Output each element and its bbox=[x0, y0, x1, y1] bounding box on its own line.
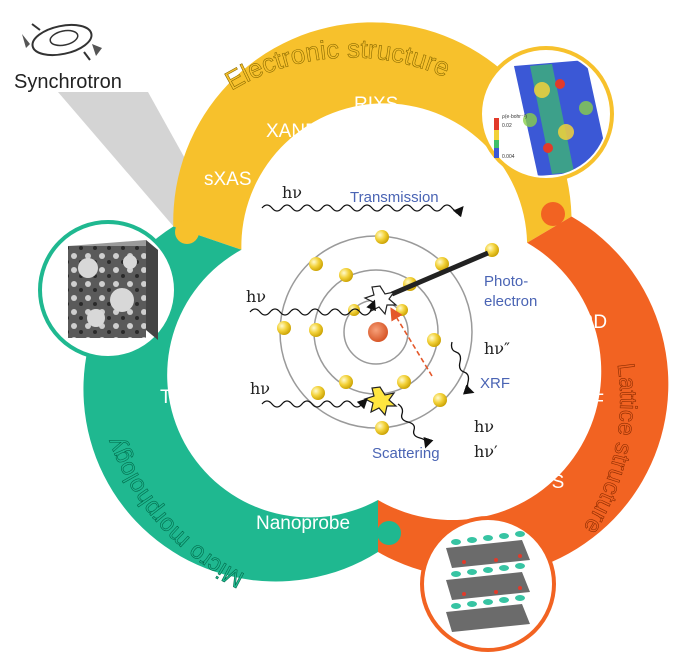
synchrotron-label: Synchrotron bbox=[14, 71, 122, 93]
electron bbox=[375, 421, 389, 435]
colorbar-max: 0.02 bbox=[502, 123, 512, 129]
ring-segment-lattice bbox=[378, 216, 669, 578]
electron bbox=[277, 321, 291, 335]
scattering-label: Scattering bbox=[372, 445, 440, 462]
absorption-burst bbox=[363, 285, 398, 316]
electron bbox=[435, 257, 449, 271]
electron bbox=[427, 333, 441, 347]
electron bbox=[309, 257, 323, 271]
photoelectron-track bbox=[391, 250, 489, 297]
scattering-burst bbox=[363, 386, 398, 417]
electron bbox=[311, 386, 325, 400]
atom-model: hν Transmission hν Photo- electron hν″ X… bbox=[246, 183, 537, 462]
electron bbox=[339, 375, 353, 389]
charge-density-inset: ρ(e·bohr⁻³) 0.02 0.004 bbox=[478, 46, 614, 182]
technique-xrd: XRD bbox=[567, 312, 607, 333]
colorbar-min: 0.004 bbox=[502, 154, 515, 160]
puzzle-tab-teal bbox=[377, 521, 401, 545]
transmission-wave bbox=[261, 204, 464, 218]
electron bbox=[433, 393, 447, 407]
electron bbox=[339, 268, 353, 282]
electron bbox=[309, 323, 323, 337]
technique-nanoprobe: Nanoprobe bbox=[256, 513, 350, 534]
hv-absorption-label: hν bbox=[246, 287, 266, 306]
hv-double-prime-label: hν″ bbox=[484, 339, 510, 358]
colorbar-label: ρ(e·bohr⁻³) bbox=[502, 114, 527, 120]
xrf-wave bbox=[450, 341, 475, 395]
photoelectron-label-line2: electron bbox=[484, 293, 537, 310]
electron bbox=[375, 230, 389, 244]
nucleus bbox=[368, 322, 388, 342]
puzzle-tab-yellow bbox=[175, 220, 199, 244]
hv-scattering-label: hν bbox=[250, 379, 270, 398]
scattered-wave bbox=[397, 403, 434, 449]
electron bbox=[397, 375, 411, 389]
incident-wave-scattering bbox=[261, 398, 368, 410]
fluorescence-arrow bbox=[390, 307, 433, 377]
hv-prime-label: hν′ bbox=[474, 442, 498, 461]
xrf-label: XRF bbox=[480, 375, 510, 392]
technique-txm: TXM bbox=[160, 387, 200, 408]
incident-wave-absorption bbox=[249, 299, 376, 316]
lattice-layers bbox=[446, 531, 530, 632]
electron bbox=[348, 304, 360, 316]
technique-pdf: PDF bbox=[566, 391, 604, 412]
technique-exafs: EXAFS bbox=[502, 472, 564, 493]
transmission-label: Transmission bbox=[350, 189, 439, 206]
electron bbox=[485, 243, 499, 257]
microstructure-inset bbox=[38, 220, 178, 360]
ring-segment-electronic bbox=[173, 22, 572, 250]
technique-xanes: XANES bbox=[266, 121, 330, 142]
hv-out-label: hν bbox=[474, 417, 494, 436]
technique-ct: CT bbox=[215, 463, 241, 484]
technique-rixs: RIXS bbox=[354, 94, 398, 115]
hv-transmission-label: hν bbox=[282, 183, 302, 202]
lattice-inset bbox=[420, 516, 556, 652]
photoelectron-label-line1: Photo- bbox=[484, 273, 528, 290]
puzzle-tab-orange bbox=[541, 202, 565, 226]
synchrotron-icon bbox=[22, 23, 102, 61]
technique-xps: XPS bbox=[419, 121, 457, 142]
electron bbox=[396, 304, 408, 316]
technique-sxas: sXAS bbox=[204, 169, 252, 190]
